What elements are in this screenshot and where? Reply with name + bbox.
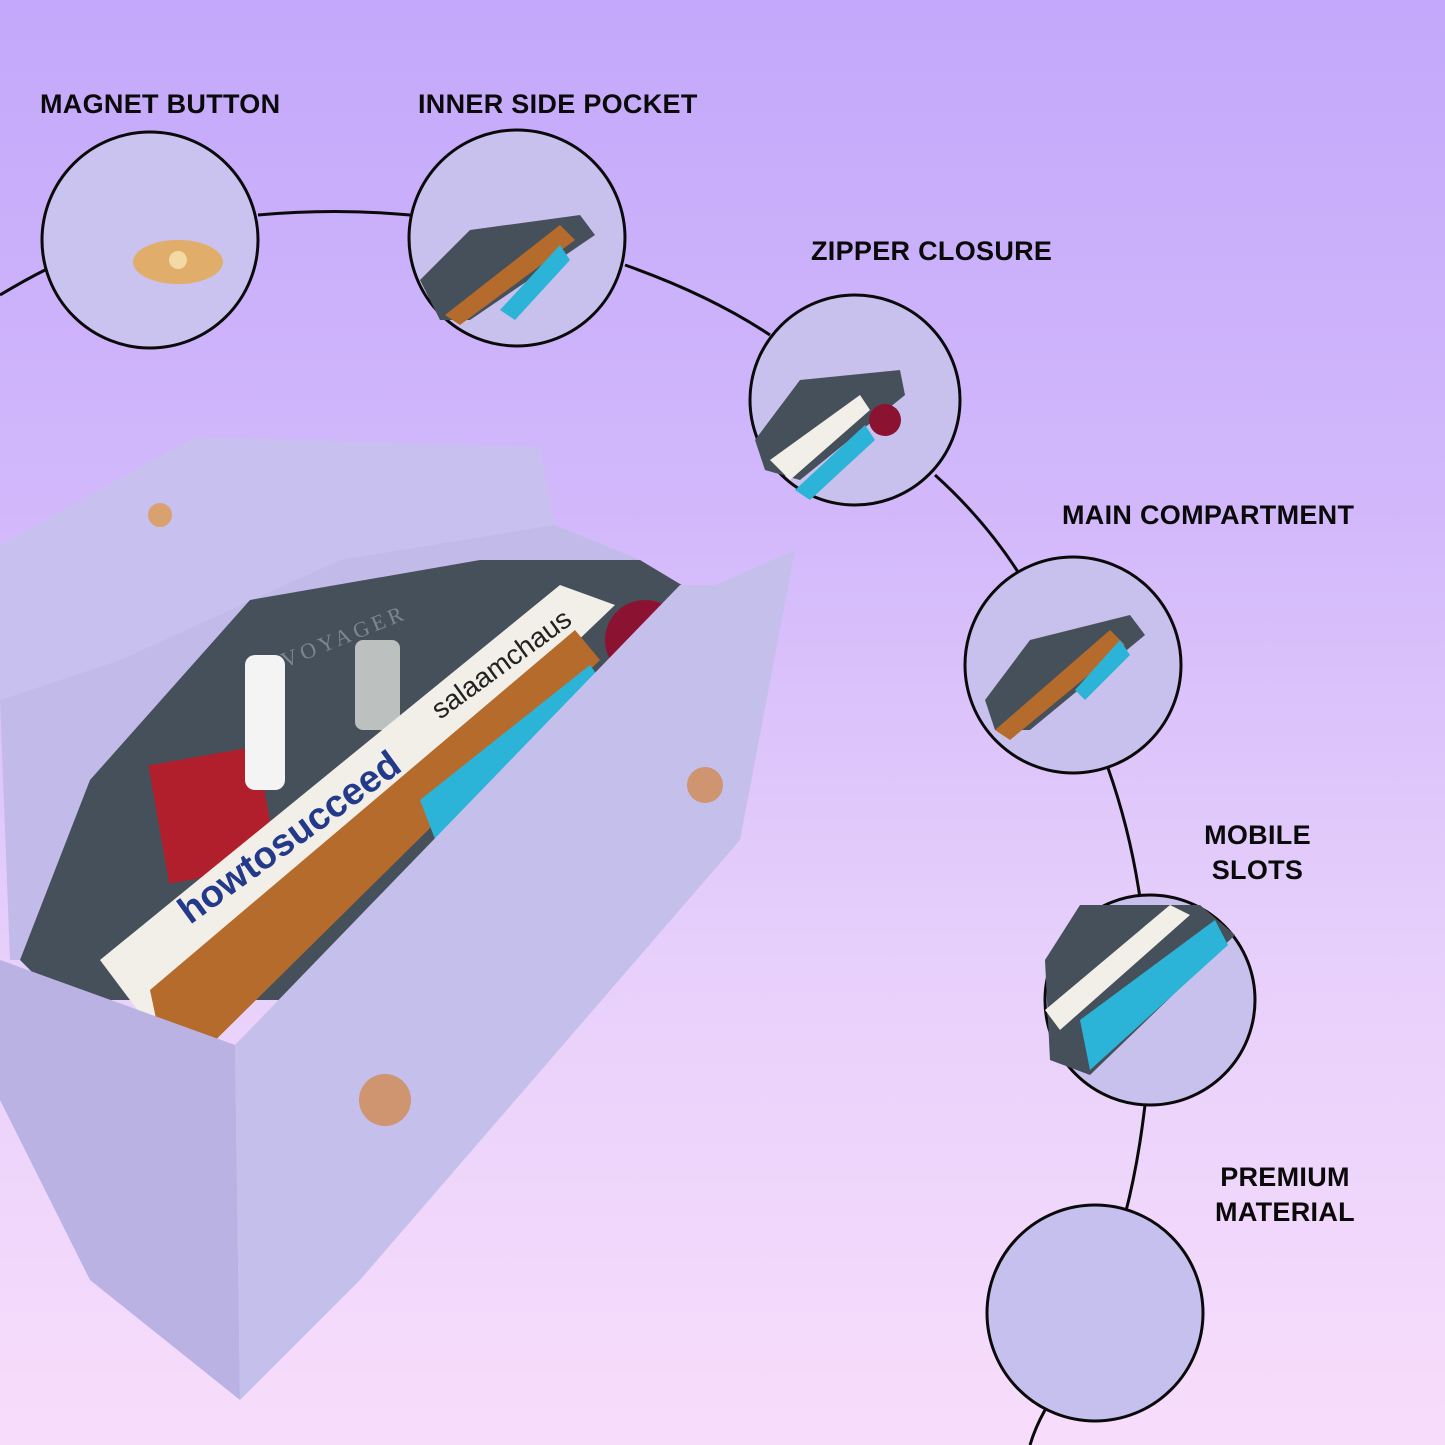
label-magnet-button: MAGNET BUTTON [40, 89, 281, 119]
handbag-image: VOYAGER howtosucceed salaamchaus [0, 437, 795, 1400]
detail-circle-mobile-slots [1043, 893, 1257, 1107]
label-line: PREMIUM [1220, 1162, 1350, 1192]
detail-circle-zipper [748, 293, 962, 507]
label-line: SLOTS [1211, 855, 1304, 885]
magnet-button [148, 503, 172, 527]
detail-circle-main-compartment [963, 555, 1183, 775]
detail-circle-magnet [40, 130, 260, 350]
detail-circle-premium-material [985, 1203, 1205, 1423]
label-line: MOBILE [1204, 820, 1311, 850]
snap-button [687, 767, 723, 803]
label-inner-side-pocket: INNER SIDE POCKET [418, 89, 698, 119]
perfume-bottle [355, 640, 400, 730]
snap-button [359, 1074, 411, 1126]
label-mobile-slots: MOBILE SLOTS [1180, 818, 1335, 888]
label-line: MATERIAL [1215, 1197, 1355, 1227]
book-2 [150, 630, 600, 1085]
label-main-compartment: MAIN COMPARTMENT [1062, 500, 1355, 530]
connector-curve [0, 210, 1147, 1445]
label-premium-material: PREMIUM MATERIAL [1195, 1160, 1375, 1230]
lip-balm [245, 655, 285, 790]
label-zipper-closure: ZIPPER CLOSURE [811, 236, 1053, 266]
detail-circle-inner-pocket [407, 128, 627, 348]
